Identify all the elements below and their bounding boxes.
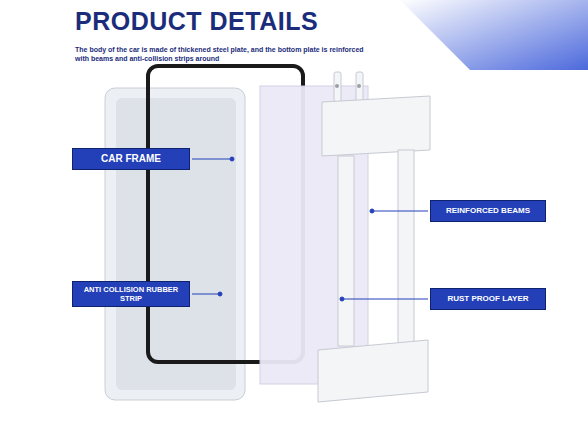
- label-box: RUST PROOF LAYER: [430, 288, 546, 310]
- label-box: CAR FRAME: [72, 148, 190, 170]
- subtitle-text: The body of the car is made of thickened…: [75, 45, 375, 64]
- label-text: CAR FRAME: [101, 153, 161, 165]
- label-box: ANTI COLLISION RUBBER STRIP: [72, 281, 190, 307]
- banner-shape: [400, 0, 588, 70]
- car-frame: [105, 88, 245, 400]
- beam-structure: [318, 72, 430, 402]
- label-text: RUST PROOF LAYER: [447, 294, 528, 304]
- label-box: REINFORCED BEAMS: [430, 200, 546, 222]
- page-title: PRODUCT DETAILS: [75, 7, 318, 36]
- label-text: ANTI COLLISION RUBBER STRIP: [77, 285, 185, 303]
- car-frame-inner: [116, 98, 236, 390]
- label-text: REINFORCED BEAMS: [446, 206, 530, 216]
- leader-lines: [192, 157, 428, 301]
